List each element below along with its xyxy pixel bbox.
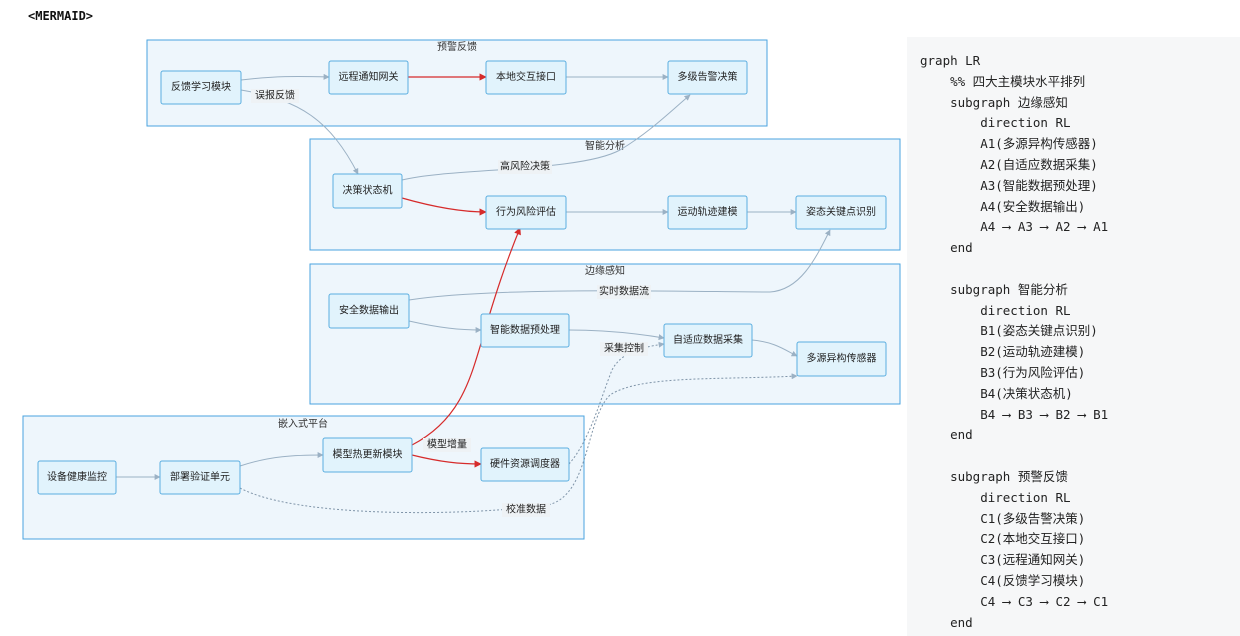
code-line: C4(反馈学习模块) [920, 572, 1086, 588]
code-line [920, 446, 1240, 467]
code-line: B4 ⟶ B3 ⟶ B2 ⟶ B1 [920, 406, 1109, 422]
cluster-title-embedded: 嵌入式平台 [278, 417, 328, 430]
svg-text:决策状态机: 决策状态机 [343, 184, 393, 197]
edge-label-collect-control: 采集控制 [600, 342, 648, 356]
edge-label-calibration: 校准数据 [502, 503, 550, 517]
node-a4-secure-output[interactable]: 安全数据输出 [328, 293, 410, 329]
node-e3-model-hot-update[interactable]: 模型热更新模块 [322, 437, 413, 473]
svg-text:校准数据: 校准数据 [506, 503, 546, 516]
code-line: A1(多源异构传感器) [920, 136, 1098, 152]
svg-text:采集控制: 采集控制 [604, 342, 644, 355]
edge-label-model-increment: 模型增量 [423, 438, 471, 452]
svg-text:运动轨迹建模: 运动轨迹建模 [678, 205, 738, 218]
code-line: end [920, 427, 973, 443]
code-line: C4 ⟶ C3 ⟶ C2 ⟶ C1 [920, 593, 1109, 609]
node-a2-adaptive-collection[interactable]: 自适应数据采集 [663, 323, 753, 358]
svg-text:误报反馈: 误报反馈 [255, 89, 295, 102]
edge-label-misreport: 误报反馈 [251, 89, 299, 103]
node-b3-risk-assessment[interactable]: 行为风险评估 [485, 195, 567, 230]
edge-label-high-risk: 高风险决策 [498, 160, 552, 174]
svg-text:多源异构传感器: 多源异构传感器 [807, 352, 877, 365]
svg-text:远程通知网关: 远程通知网关 [339, 70, 399, 83]
code-line: graph LR [920, 53, 981, 68]
edge-a2-a1 [751, 339, 798, 357]
cluster-title-smart: 智能分析 [585, 139, 625, 152]
cluster-alert-feedback: 预警反馈 [146, 39, 768, 127]
edge-a3-a2 [568, 329, 665, 341]
edge-a4-a3 [408, 320, 482, 333]
node-b4-decision-state-machine[interactable]: 决策状态机 [332, 173, 403, 209]
code-line: B4(决策状态机) [920, 385, 1073, 401]
cluster-title-alert: 预警反馈 [437, 40, 477, 53]
cluster-smart-analysis: 智能分析 [309, 138, 901, 251]
svg-text:实时数据流: 实时数据流 [599, 285, 649, 298]
node-b2-trajectory-model[interactable]: 运动轨迹建模 [667, 195, 748, 230]
svg-text:高风险决策: 高风险决策 [500, 160, 550, 173]
code-line: A3(智能数据预处理) [920, 177, 1098, 193]
svg-text:反馈学习模块: 反馈学习模块 [171, 80, 231, 93]
edge-e2-a1-calib [239, 373, 798, 514]
svg-text:安全数据输出: 安全数据输出 [339, 304, 399, 317]
svg-text:自适应数据采集: 自适应数据采集 [673, 333, 743, 346]
code-line: end [920, 614, 973, 630]
code-line: A4(安全数据输出) [920, 198, 1086, 214]
code-line: C1(多级告警决策) [920, 510, 1086, 526]
edge-b4-c1-highrisk [401, 94, 691, 181]
svg-text:本地交互接口: 本地交互接口 [496, 70, 556, 83]
flowchart-diagram: 预警反馈 智能分析 边缘感知 嵌入式平台 误报反馈 高风险决策 [22, 39, 901, 540]
edge-a4-b1-realtime [408, 229, 831, 301]
node-e1-health-monitor[interactable]: 设备健康监控 [37, 460, 117, 495]
node-c1-alert-decision[interactable]: 多级告警决策 [667, 60, 748, 95]
code-line: B2(运动轨迹建模) [920, 344, 1086, 360]
node-c2-local-interface[interactable]: 本地交互接口 [485, 60, 567, 95]
edge-e3-e4 [411, 454, 482, 468]
edge-e4-a2-collect [568, 341, 665, 465]
mermaid-code-panel: graph LR %% 四大主模块水平排列 subgraph 边缘感知 dire… [907, 37, 1240, 636]
code-line: B1(姿态关键点识别) [920, 323, 1098, 339]
code-line: %% 四大主模块水平排列 [920, 73, 1086, 89]
code-line: C3(远程通知网关) [920, 552, 1086, 568]
cluster-title-edge: 边缘感知 [585, 264, 625, 277]
code-line: subgraph 智能分析 [920, 281, 1068, 297]
code-line: A4 ⟶ A3 ⟶ A2 ⟶ A1 [920, 219, 1109, 235]
node-c4-feedback-learning[interactable]: 反馈学习模块 [160, 70, 242, 105]
code-line [920, 259, 1240, 280]
code-line: direction RL [920, 489, 1071, 505]
svg-text:姿态关键点识别: 姿态关键点识别 [806, 205, 876, 218]
svg-text:多级告警决策: 多级告警决策 [678, 70, 738, 83]
svg-text:部署验证单元: 部署验证单元 [170, 470, 230, 483]
svg-text:模型热更新模块: 模型热更新模块 [333, 448, 403, 461]
node-c3-remote-gateway[interactable]: 远程通知网关 [328, 60, 409, 95]
svg-text:设备健康监控: 设备健康监控 [47, 470, 107, 483]
svg-text:智能数据预处理: 智能数据预处理 [490, 323, 560, 336]
code-line: B3(行为风险评估) [920, 364, 1086, 380]
svg-text:硬件资源调度器: 硬件资源调度器 [490, 457, 560, 470]
node-e4-hardware-scheduler[interactable]: 硬件资源调度器 [480, 447, 570, 482]
node-a3-preprocessing[interactable]: 智能数据预处理 [480, 313, 570, 348]
node-e2-deploy-validation[interactable]: 部署验证单元 [159, 460, 241, 495]
code-line: C2(本地交互接口) [920, 531, 1086, 547]
edge-e2-e3 [239, 452, 324, 467]
code-line: subgraph 预警反馈 [920, 468, 1068, 484]
node-b1-keypoint-recognition[interactable]: 姿态关键点识别 [795, 195, 887, 230]
code-line: direction RL [920, 302, 1071, 318]
code-line: direction RL [920, 115, 1071, 131]
edge-b4-b3 [401, 197, 487, 216]
svg-text:模型增量: 模型增量 [427, 438, 467, 451]
edge-c4-c3 [240, 73, 330, 81]
svg-text:行为风险评估: 行为风险评估 [496, 205, 556, 218]
node-a1-multisource-sensor[interactable]: 多源异构传感器 [796, 341, 887, 377]
edge-label-realtime: 实时数据流 [597, 285, 651, 299]
code-line: end [920, 240, 973, 256]
code-line: A2(自适应数据采集) [920, 156, 1098, 172]
code-line: subgraph 边缘感知 [920, 94, 1068, 110]
mermaid-header-label: <MERMAID> [28, 9, 94, 23]
